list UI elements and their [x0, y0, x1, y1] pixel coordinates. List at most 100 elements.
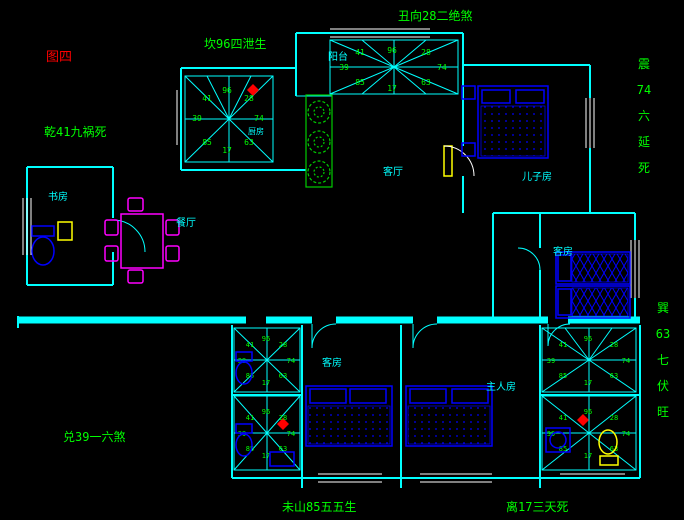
compass-number: 28: [279, 341, 287, 349]
washing-machine-drum: [549, 431, 567, 449]
mattress: [307, 405, 391, 445]
compass-number: 63: [421, 78, 431, 87]
mattress: [571, 253, 629, 283]
compass-number: 17: [584, 379, 592, 387]
compass-number: 41: [246, 414, 254, 422]
compass-number: 39: [339, 63, 349, 72]
door-leaf-hall: [443, 145, 453, 177]
compass-number: 28: [421, 48, 431, 57]
label-southwest: 未山85五五生: [282, 500, 356, 514]
pillow: [557, 288, 572, 316]
nightstand: [461, 85, 476, 100]
compass-number: 74: [437, 63, 447, 72]
compass-number: 74: [287, 357, 295, 365]
door-arc-guest-right: [517, 247, 541, 271]
chair: [127, 197, 144, 212]
room-label-living: 客厅: [383, 165, 403, 178]
compass-number: 74: [622, 357, 630, 365]
washing-machine: [545, 427, 571, 453]
chair: [165, 219, 180, 236]
compass-number: 17: [262, 452, 270, 460]
compass-bath-lower-right: 41 96 28 39 74 85 17 63: [541, 395, 637, 471]
figure-tag: 图四: [46, 50, 72, 65]
label-east-stack: 六: [638, 109, 650, 123]
compass-number: 17: [262, 379, 270, 387]
compass-number: 41: [559, 414, 567, 422]
pillow: [409, 388, 447, 404]
toilet-tank: [31, 225, 55, 237]
toilet-tank: [235, 423, 253, 434]
son-bed: [461, 85, 549, 159]
chair: [104, 245, 119, 262]
chair: [104, 219, 119, 236]
compass-number: 85: [202, 138, 212, 147]
compass-living: 41 96 28 39 74 85 17 63: [329, 39, 459, 95]
compass-number: 28: [279, 414, 287, 422]
pillow: [481, 89, 511, 104]
room-label-guest-bottom: 客房: [322, 356, 342, 369]
label-west: 兑39一六煞: [63, 430, 125, 444]
compass-number: 63: [279, 445, 287, 453]
compass-number: 96: [262, 335, 270, 343]
compass-number: 28: [244, 94, 254, 103]
toilet-bowl: [31, 236, 55, 266]
label-southeast-stack: 巽: [657, 301, 669, 315]
toilet-tank: [235, 351, 253, 362]
pillow: [451, 388, 489, 404]
compass-number: 41: [246, 341, 254, 349]
mattress: [480, 105, 546, 157]
bathroom-fixtures: [235, 351, 619, 467]
room-label-guest-right: 客房: [553, 245, 573, 258]
dining-set: [104, 197, 180, 284]
guest-bottom-bed: [305, 385, 393, 447]
label-north: 坎96四泄生: [204, 37, 266, 51]
room-label-master: 主人房: [486, 380, 516, 393]
label-southeast-stack: 63: [656, 327, 670, 341]
door-arc-right-rooms: [547, 323, 571, 347]
toilet-bowl: [235, 361, 253, 385]
label-southeast-stack: 七: [657, 353, 669, 367]
toilet-bowl: [235, 433, 253, 457]
compass-number: 74: [287, 430, 295, 438]
toilet-bowl: [598, 429, 618, 455]
red-marker: [247, 84, 259, 96]
nightstand: [461, 142, 476, 157]
compass-number: 85: [355, 78, 365, 87]
compass-number: 17: [222, 146, 232, 155]
compass-number: 17: [584, 452, 592, 460]
label-east-stack: 延: [638, 135, 650, 149]
red-marker: [577, 414, 589, 426]
basin: [269, 451, 295, 467]
compass-number: 41: [559, 341, 567, 349]
label-southeast-stack: 旺: [657, 405, 669, 419]
compass-bath-upper-right: 41 96 28 39 74 85 17 63: [541, 327, 637, 393]
label-northeast: 丑向28二绝煞: [398, 8, 472, 23]
compass-number: 85: [246, 372, 254, 380]
room-label-study: 书房: [48, 190, 68, 203]
compass-number: 96: [584, 408, 592, 416]
door-arc-master: [412, 323, 438, 349]
compass-number: 63: [244, 138, 254, 147]
plant-box: [305, 94, 333, 188]
compass-number: 63: [610, 372, 618, 380]
door-arc-hall: [443, 145, 475, 177]
chair: [165, 245, 180, 262]
labels: 图四 坎96四泄生 丑向28二绝煞 乾41九祸死 兑39一六煞 未山85五五生 …: [44, 8, 670, 514]
pillow: [309, 388, 347, 404]
label-east-stack: 74: [637, 83, 651, 97]
compass-kitchen: 41 96 28 39 74 85 17 63 厨房: [184, 75, 274, 163]
red-marker: [277, 418, 289, 430]
label-northwest: 乾41九祸死: [44, 124, 106, 139]
compass-number: 63: [610, 445, 618, 453]
study-furniture: [31, 221, 73, 266]
compass-number: 85: [559, 445, 567, 453]
master-bed: [405, 385, 493, 447]
compass-number: 28: [610, 341, 618, 349]
room-label-kitchen: 厨房: [248, 126, 264, 136]
compass-number: 17: [387, 84, 397, 93]
compass-number: 39: [547, 430, 555, 438]
compass-number: 96: [584, 335, 592, 343]
pillow: [349, 388, 387, 404]
